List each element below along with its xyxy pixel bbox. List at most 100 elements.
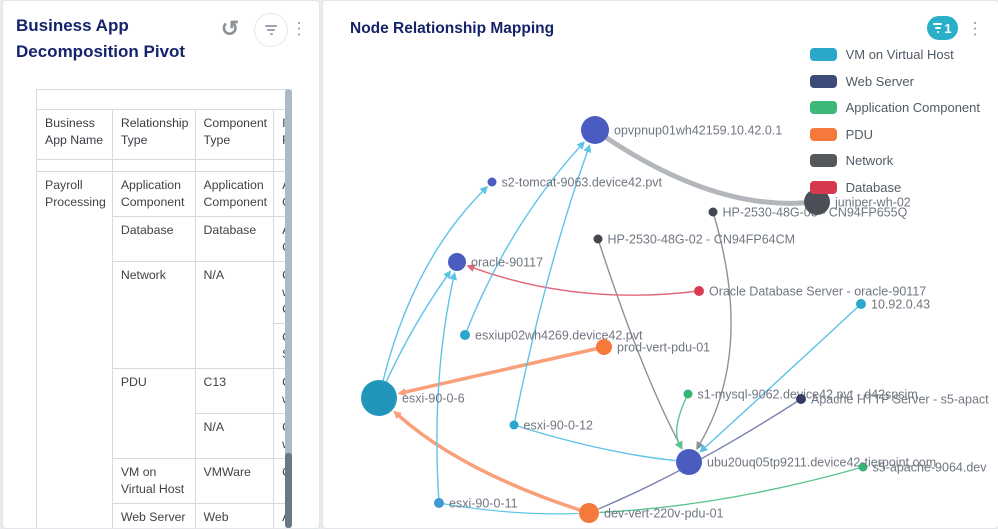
graph-edge-s5apache-devpdu xyxy=(599,466,864,514)
pivot-cell: N/A xyxy=(194,412,275,459)
pivot-cell xyxy=(194,159,275,172)
graph-edge-esxi11-oracle xyxy=(436,276,455,504)
graph-node-s2tomcat[interactable] xyxy=(487,177,497,187)
restore-icon[interactable]: ↺ xyxy=(220,16,240,41)
edge-arrowhead xyxy=(699,444,708,453)
pivot-cell: Clie with xyxy=(273,412,287,459)
pivot-cell: App Cor xyxy=(273,215,287,262)
graph-node-oracle[interactable] xyxy=(448,253,466,271)
graph-node-opvpnup01[interactable] xyxy=(581,116,609,144)
table-scrollbar-thumb[interactable] xyxy=(285,453,292,528)
graph-edge-esxi6-s2tomcat xyxy=(378,189,485,399)
legend-item-database[interactable]: Database xyxy=(809,180,980,195)
legend-swatch xyxy=(809,127,837,141)
graph-edge-hp02-ubu xyxy=(597,238,681,446)
right-panel-title: Node Relationship Mapping xyxy=(350,20,555,37)
legend-swatch xyxy=(809,48,837,61)
filter-badge[interactable]: 1 xyxy=(927,16,958,40)
table-scrollbar-track xyxy=(285,89,292,528)
pivot-cell: Database xyxy=(111,215,196,262)
edge-arrowhead xyxy=(576,141,585,150)
kebab-menu-icon[interactable]: ⋮ xyxy=(966,19,984,38)
pivot-cell: Application Component xyxy=(194,171,275,217)
legend-label: PDU xyxy=(845,126,874,142)
edge-arrowhead xyxy=(393,410,402,419)
pivot-cell: C13 xyxy=(194,367,275,414)
node-label-hp02: HP-2530-48G-02 - CN94FP64CM xyxy=(608,233,796,247)
node-label-opvpnup01: opvpnup01wh42159.10.42.0.1 xyxy=(614,124,782,138)
pivot-cell: App Cor xyxy=(273,171,287,217)
legend-item-web-server[interactable]: Web Server xyxy=(809,74,980,89)
node-label-juniper: juniper-wh-02 xyxy=(834,196,911,210)
node-label-esxi6: esxi-90-0-6 xyxy=(402,392,465,406)
legend-swatch xyxy=(809,74,837,88)
graph-node-apache[interactable] xyxy=(796,394,806,404)
filter-badge-count: 1 xyxy=(944,20,952,36)
pivot-cell xyxy=(36,89,287,110)
pivot-header-cell: Relationship Type xyxy=(111,109,196,160)
pivot-cell: VM on Virtual Host xyxy=(111,457,196,504)
legend-swatch xyxy=(809,180,837,194)
funnel-icon xyxy=(265,25,277,35)
edge-arrowhead xyxy=(674,440,683,450)
pivot-cell: N/A xyxy=(194,260,275,369)
pivot-cell: Database xyxy=(194,215,275,262)
pivot-cell: VMWare xyxy=(194,457,275,504)
graph-edge-esxi12-opvpnup01 xyxy=(513,149,589,426)
graph-node-hp02[interactable] xyxy=(593,234,603,244)
legend-item-vm-on-virtual-host[interactable]: VM on Virtual Host xyxy=(809,47,980,62)
pivot-header-cell: Component Type xyxy=(194,109,275,160)
node-label-oracle: oracle-90117 xyxy=(471,256,543,270)
node-label-esxi11: esxi-90-0-11 xyxy=(449,497,518,511)
node-label-ubu: ubu20uq05tp9211.device42-tierpoint.com xyxy=(707,456,936,470)
filter-icon[interactable] xyxy=(254,13,288,47)
graph-node-esxi11[interactable] xyxy=(434,498,444,508)
pivot-cell: Web Server xyxy=(194,502,275,528)
pivot-cell xyxy=(273,159,287,172)
edge-arrowhead xyxy=(696,441,704,450)
graph-node-prodpdu[interactable] xyxy=(596,339,612,355)
graph-edge-devpdu-esxi6 xyxy=(395,412,591,515)
legend-label: Network xyxy=(845,153,894,168)
graph-edge-esxiup02-opvpnup01 xyxy=(464,144,582,336)
graph-node-hp03[interactable] xyxy=(708,207,718,217)
graph-node-s5apache[interactable] xyxy=(858,462,868,472)
legend-label: VM on Virtual Host xyxy=(845,47,954,62)
pivot-cell: Web Server xyxy=(111,502,196,528)
edge-arrowhead xyxy=(479,185,489,195)
pivot-header-cell: Business App Name xyxy=(36,109,113,160)
kebab-menu-icon[interactable]: ⋮ xyxy=(290,19,308,38)
pivot-cell: Clie with Cor xyxy=(273,260,287,324)
graph-edge-esxi11-devpdu xyxy=(438,502,579,515)
pivot-cell xyxy=(36,159,113,172)
graph-node-esxi6[interactable] xyxy=(361,380,397,416)
graph-node-ip43[interactable] xyxy=(856,299,866,309)
funnel-icon xyxy=(933,23,943,33)
node-label-mysql: s1-mysql-9062.device42.pvt - d42spsim xyxy=(698,388,918,402)
node-label-devpdu: dev-vert-220v-pdu-01 xyxy=(604,507,724,521)
graph-node-oradb[interactable] xyxy=(694,286,704,296)
graph-node-mysql[interactable] xyxy=(683,389,693,399)
legend-item-network[interactable]: Network xyxy=(809,153,980,168)
edge-arrowhead xyxy=(443,270,452,279)
legend-label: Application Component xyxy=(845,100,980,115)
legend-item-pdu[interactable]: PDU xyxy=(809,126,980,142)
pivot-cell: Payroll Processing xyxy=(36,171,113,528)
legend-item-application-component[interactable]: Application Component xyxy=(809,100,980,115)
business-app-pivot-panel: Business App Decomposition Pivot ↺ ⋮ Bus… xyxy=(2,0,320,529)
node-label-prodpdu: prod-vert-pdu-01 xyxy=(617,341,710,355)
graph-edge-ip43-ubu xyxy=(703,303,862,450)
legend-swatch xyxy=(809,101,837,114)
graph-node-esxi12[interactable] xyxy=(509,420,519,430)
graph-node-esxiup02[interactable] xyxy=(460,330,470,340)
graph-edge-esxi12-ubu xyxy=(513,424,676,462)
graph-node-devpdu[interactable] xyxy=(579,503,599,523)
graph-node-juniper[interactable] xyxy=(804,189,830,215)
node-label-s2tomcat: s2-tomcat-9063.device42.pvt xyxy=(502,176,663,190)
graph-node-ubu[interactable] xyxy=(676,449,702,475)
graph-edge-opvpnup01-juniper xyxy=(592,127,806,206)
edge-arrowhead xyxy=(583,144,592,154)
